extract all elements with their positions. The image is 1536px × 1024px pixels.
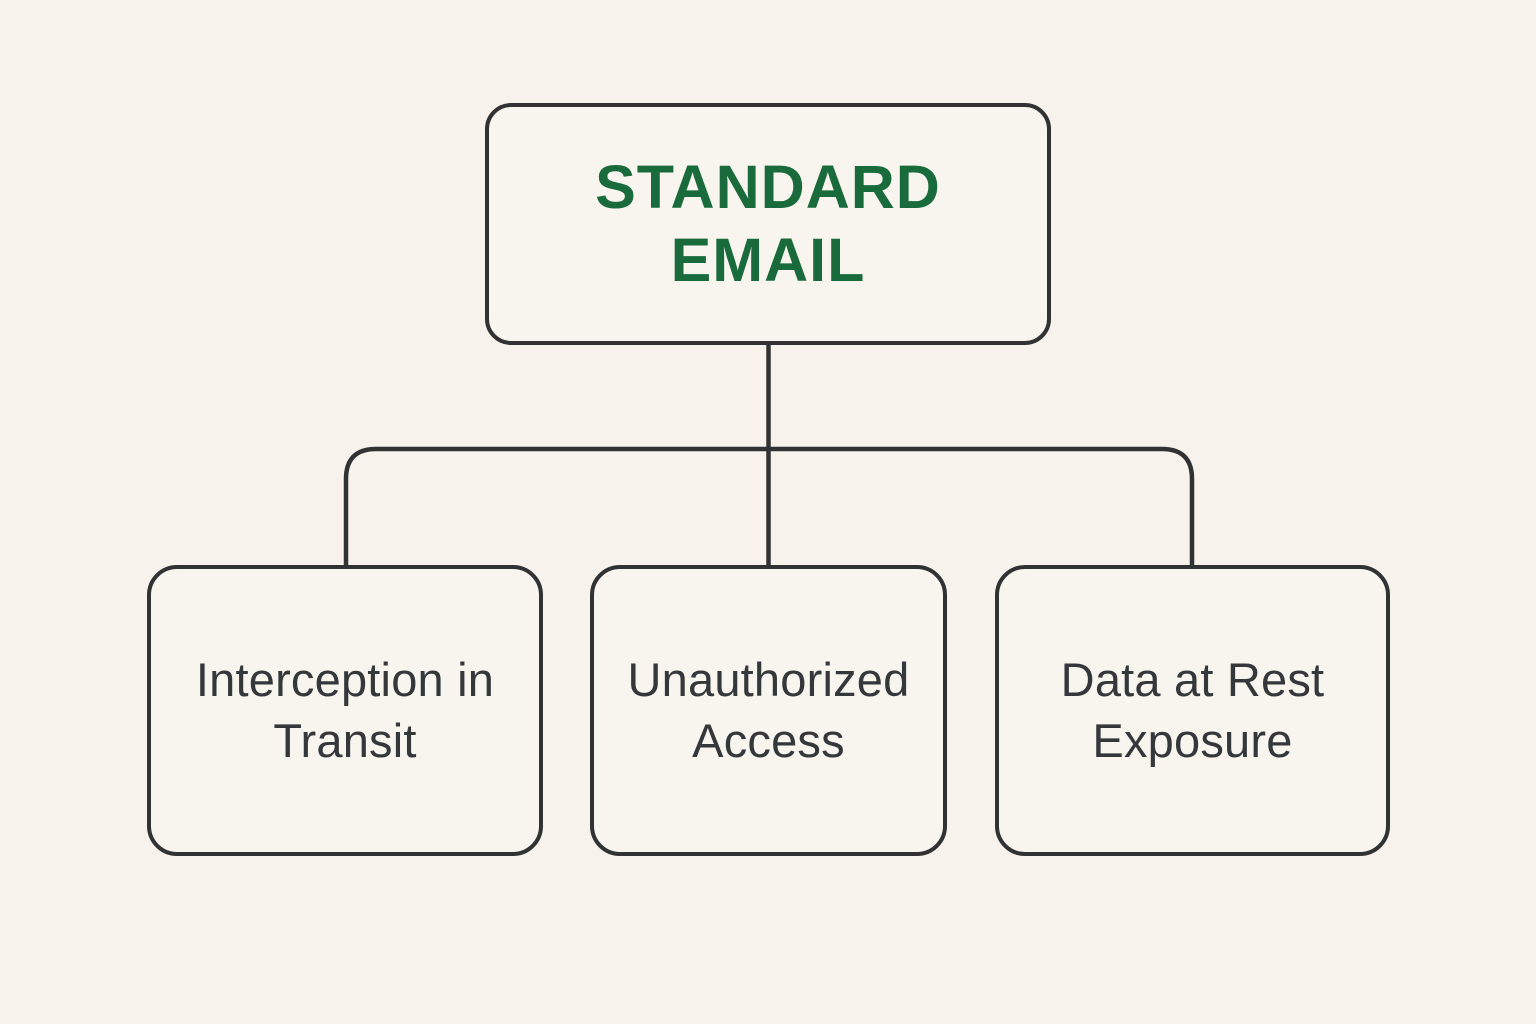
child-node-data-at-rest-exposure: Data at Rest Exposure xyxy=(995,565,1390,856)
root-node-label: STANDARD EMAIL xyxy=(595,152,941,294)
child-node-interception-in-transit: Interception in Transit xyxy=(147,565,543,856)
connector-bracket xyxy=(343,446,1195,567)
child-node-label: Interception in Transit xyxy=(195,653,495,767)
child-node-label: Data at Rest Exposure xyxy=(1060,653,1325,767)
root-node-standard-email: STANDARD EMAIL xyxy=(485,103,1051,345)
child-node-unauthorized-access: Unauthorized Access xyxy=(590,565,947,856)
child-node-label: Unauthorized Access xyxy=(627,653,910,767)
